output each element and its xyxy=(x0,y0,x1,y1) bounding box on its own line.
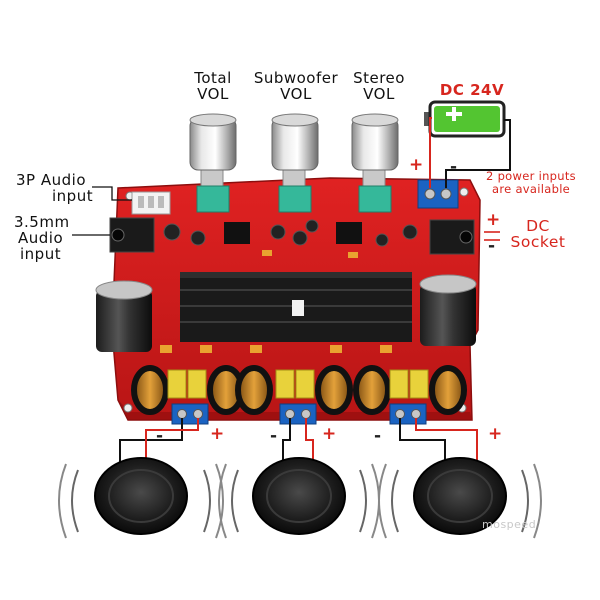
minus-sign-right: - xyxy=(374,426,382,446)
speaker-left xyxy=(58,457,224,539)
power-terminal xyxy=(417,179,459,209)
capacitor-right xyxy=(419,274,477,346)
heatsink xyxy=(180,272,412,342)
minus-sign-center: - xyxy=(270,426,278,446)
output-section xyxy=(131,365,467,425)
plus-sign-right: + xyxy=(488,424,503,444)
dc-socket xyxy=(429,219,475,255)
plus-sign-left: + xyxy=(210,424,225,444)
ic-chips xyxy=(224,222,362,244)
leader-lines xyxy=(72,186,132,236)
power-wires xyxy=(429,117,511,188)
dc-symbol xyxy=(484,231,500,241)
capacitor-left xyxy=(95,280,153,352)
label-dc-24v: DC 24V xyxy=(439,81,505,99)
speaker-center xyxy=(218,457,380,539)
plus-sign-center: + xyxy=(322,424,337,444)
plus-sign-power: + xyxy=(409,155,424,175)
audio-3p-connector xyxy=(131,191,171,215)
small-components xyxy=(160,219,418,353)
speaker-right xyxy=(378,457,542,539)
audio-35mm-jack xyxy=(109,217,155,253)
pot-total xyxy=(189,113,237,213)
plus-sign-dc: + xyxy=(486,210,501,230)
pot-stereo xyxy=(351,113,399,213)
battery-icon xyxy=(424,100,506,138)
minus-sign-dc: - xyxy=(488,236,496,256)
watermark: mospeed xyxy=(482,518,537,531)
speaker-wires xyxy=(119,418,478,470)
pot-subwoofer xyxy=(271,113,319,213)
minus-sign-left: - xyxy=(156,426,164,446)
minus-sign-power: - xyxy=(450,157,458,177)
